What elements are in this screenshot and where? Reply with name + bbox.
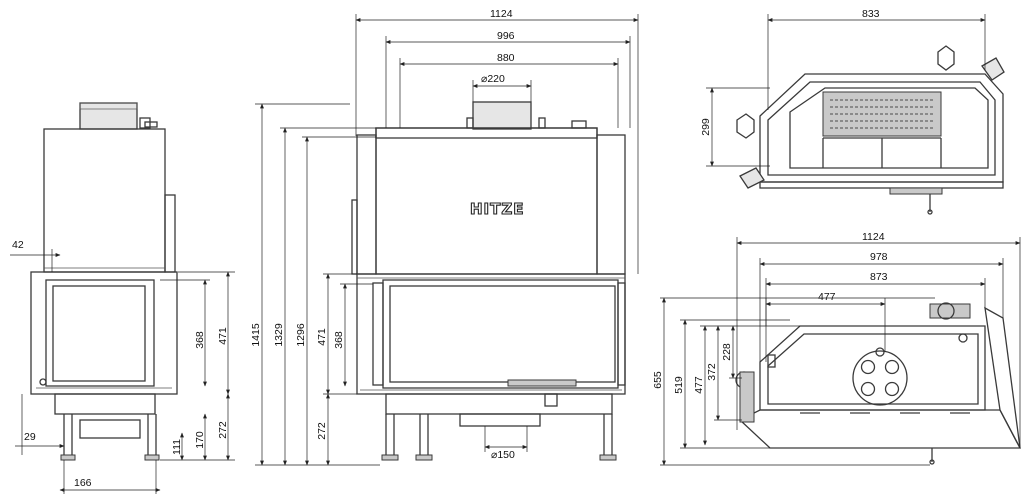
top-view xyxy=(736,45,1005,215)
dim-plan-519: 519 xyxy=(673,376,685,394)
dim-side-471: 471 xyxy=(217,327,229,345)
dim-plan-1124: 1124 xyxy=(862,231,885,243)
dim-front-flue: ⌀220 xyxy=(481,73,505,85)
front-view: HITZE xyxy=(351,101,626,461)
dim-top-833: 833 xyxy=(862,8,880,20)
dim-front-1124: 1124 xyxy=(490,8,513,20)
front-dimensions: 1124 996 880 ⌀220 1415 1329 1296 471 368… xyxy=(250,8,639,466)
dim-front-1329: 1329 xyxy=(273,323,285,347)
dim-front-base-flue: ⌀150 xyxy=(491,449,515,461)
dim-front-1296: 1296 xyxy=(295,323,307,347)
dim-top-299: 299 xyxy=(700,118,712,136)
dim-side-272: 272 xyxy=(217,421,229,439)
dim-front-368: 368 xyxy=(333,331,345,349)
dim-plan-477: 477 xyxy=(818,291,836,303)
dim-side-170: 170 xyxy=(194,431,206,449)
dim-plan-372: 372 xyxy=(706,363,718,381)
plan-view xyxy=(735,302,1022,465)
side-dimensions: 42 368 471 29 111 170 272 166 xyxy=(10,239,235,494)
top-grate-slots xyxy=(830,99,935,129)
dim-plan-873: 873 xyxy=(870,271,888,283)
dim-side-111: 111 xyxy=(171,439,183,455)
dim-plan-978: 978 xyxy=(870,251,888,263)
dim-front-880: 880 xyxy=(497,52,515,64)
top-dimensions: 833 299 xyxy=(700,8,986,167)
dim-front-996: 996 xyxy=(497,30,515,42)
dim-plan-655: 655 xyxy=(652,371,664,389)
dim-side-42: 42 xyxy=(12,239,24,251)
dim-plan-228: 228 xyxy=(721,343,733,361)
plan-dimensions: 1124 978 873 477 655 519 477 372 228 xyxy=(652,231,1021,466)
dim-front-272: 272 xyxy=(316,422,328,440)
dim-side-166: 166 xyxy=(74,477,92,489)
dim-front-471: 471 xyxy=(316,328,328,346)
dim-front-1415: 1415 xyxy=(250,323,262,347)
brand-logo: HITZE xyxy=(470,200,525,218)
side-view xyxy=(30,102,178,461)
dim-plan-477-v: 477 xyxy=(693,376,705,394)
dim-side-29: 29 xyxy=(24,431,36,443)
dim-side-368: 368 xyxy=(194,331,206,349)
